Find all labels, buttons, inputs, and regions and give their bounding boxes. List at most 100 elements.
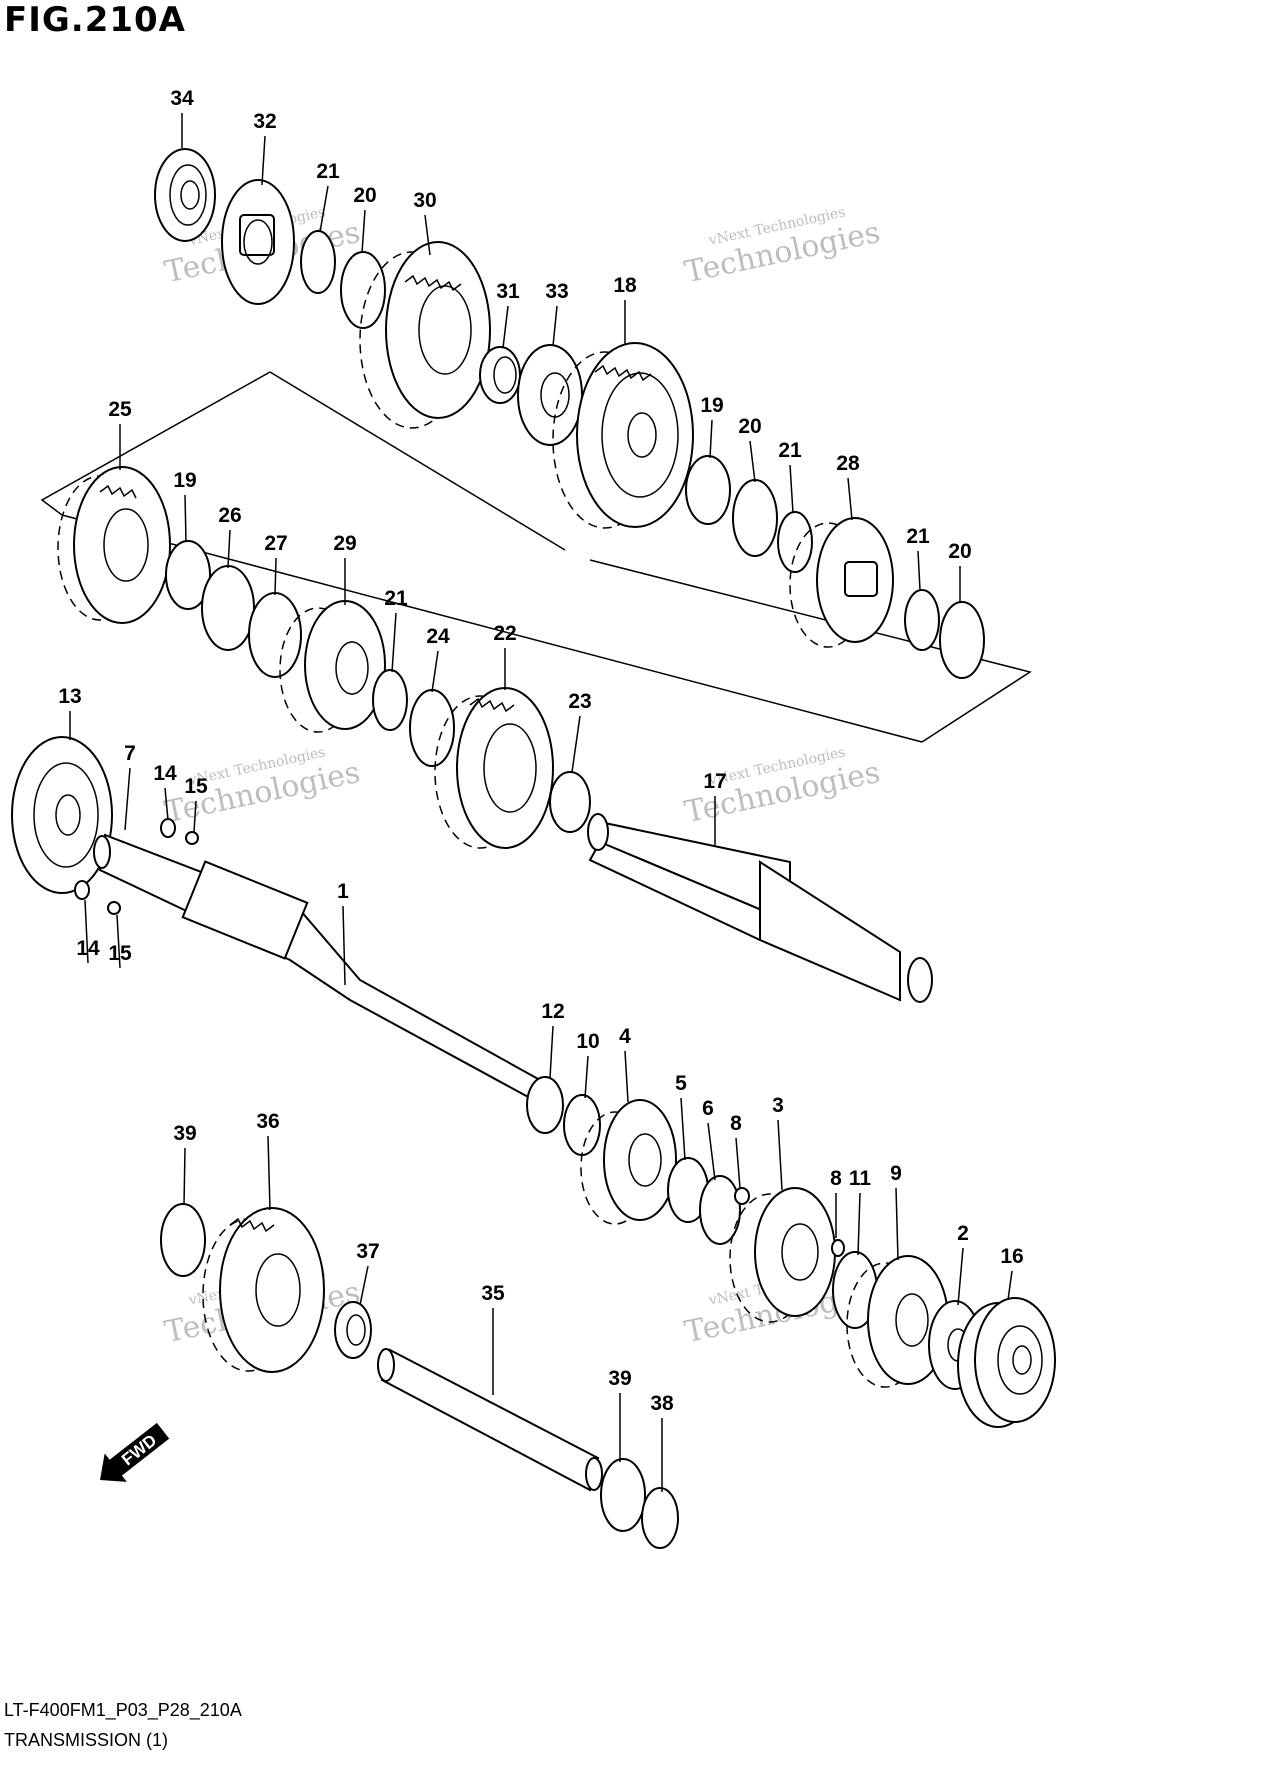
mainshaft-1 bbox=[93, 833, 542, 1100]
leader-line bbox=[1007, 1270, 1013, 1301]
bushing-19 bbox=[165, 540, 211, 610]
gear-25 bbox=[57, 466, 171, 624]
leader-line bbox=[319, 185, 329, 233]
circlip-21 bbox=[777, 511, 813, 573]
leader-line bbox=[735, 1137, 741, 1189]
subassembly-bracket bbox=[269, 371, 566, 551]
needle-bearing-37 bbox=[334, 1301, 372, 1359]
leader-line bbox=[274, 557, 277, 596]
leader-line bbox=[359, 1265, 369, 1306]
callout-25: 25 bbox=[108, 398, 132, 421]
idler-shaft-35 bbox=[377, 1348, 603, 1492]
leader-line bbox=[584, 1055, 589, 1099]
callout-14b: 14 bbox=[76, 937, 100, 960]
leader-line bbox=[267, 1135, 271, 1211]
callout-3: 3 bbox=[772, 1094, 784, 1117]
washer-20 bbox=[939, 601, 985, 679]
washer-14 bbox=[74, 818, 176, 900]
callout-14a: 14 bbox=[153, 762, 177, 785]
circlip-21 bbox=[300, 230, 336, 294]
callout-31: 31 bbox=[496, 280, 520, 303]
circlip-21 bbox=[904, 589, 940, 651]
splined-washer-27 bbox=[248, 592, 302, 678]
leader-line bbox=[857, 1192, 861, 1256]
gear-29 bbox=[279, 600, 386, 733]
leader-line bbox=[680, 1097, 686, 1161]
callout-32: 32 bbox=[253, 110, 276, 133]
leader-line bbox=[847, 477, 853, 521]
washer-20 bbox=[732, 479, 778, 557]
leader-line bbox=[707, 1122, 716, 1181]
leader-line bbox=[789, 464, 794, 514]
circlip-21 bbox=[372, 669, 408, 731]
callout-33: 33 bbox=[545, 280, 568, 303]
callout-15b: 15 bbox=[108, 942, 132, 965]
callout-16: 16 bbox=[1000, 1245, 1023, 1268]
callout-21b: 21 bbox=[384, 587, 408, 610]
gear-30 bbox=[359, 241, 491, 429]
forward-direction-arrow: FWD bbox=[100, 1422, 170, 1482]
callout-8b: 8 bbox=[830, 1167, 842, 1190]
bushing-19 bbox=[685, 455, 731, 525]
leader-line bbox=[571, 715, 581, 773]
washer-20 bbox=[340, 251, 386, 329]
callout-21a: 21 bbox=[316, 160, 340, 183]
callout-20c: 20 bbox=[948, 540, 971, 563]
leader-line bbox=[183, 1147, 186, 1206]
leader-line bbox=[184, 494, 187, 543]
circlip-38 bbox=[641, 1487, 679, 1549]
callout-21c: 21 bbox=[778, 439, 802, 462]
drawing-code: LT-F400FM1_P03_P28_210A bbox=[4, 1700, 242, 1720]
callout-13: 13 bbox=[58, 685, 81, 708]
callout-34: 34 bbox=[170, 87, 194, 110]
callout-7: 7 bbox=[124, 742, 136, 765]
callout-2: 2 bbox=[957, 1222, 969, 1245]
washer-24 bbox=[409, 689, 455, 767]
callout-28: 28 bbox=[836, 452, 860, 475]
leader-line bbox=[549, 1025, 554, 1079]
callout-38: 38 bbox=[650, 1392, 674, 1415]
washer-39 bbox=[160, 1203, 206, 1277]
callout-21d: 21 bbox=[906, 525, 930, 548]
leader-line bbox=[749, 440, 756, 483]
leader-line bbox=[624, 1050, 629, 1103]
leader-line bbox=[193, 800, 197, 833]
bearing-13 bbox=[11, 736, 113, 894]
bearing-16 bbox=[957, 1297, 1056, 1428]
leader-line bbox=[261, 135, 266, 186]
callout-20b: 20 bbox=[738, 415, 761, 438]
callout-26: 26 bbox=[218, 504, 241, 527]
callout-1: 1 bbox=[337, 880, 349, 903]
leader-line bbox=[361, 209, 366, 254]
lock-pin-8 bbox=[734, 1187, 750, 1205]
callout-19a: 19 bbox=[173, 469, 196, 492]
leader-line bbox=[116, 914, 121, 969]
drawing-title: TRANSMISSION (1) bbox=[4, 1730, 169, 1750]
callout-24: 24 bbox=[426, 625, 450, 648]
callout-15a: 15 bbox=[184, 775, 208, 798]
leader-line bbox=[424, 214, 431, 256]
callout-12: 12 bbox=[541, 1000, 564, 1023]
leader-line bbox=[227, 529, 231, 569]
callout-29: 29 bbox=[333, 532, 356, 555]
leader-line bbox=[777, 1119, 783, 1191]
callout-11: 11 bbox=[849, 1167, 872, 1190]
subassembly-bracket bbox=[40, 371, 271, 516]
leader-line bbox=[124, 767, 131, 831]
gear-4 bbox=[580, 1099, 677, 1225]
callout-23: 23 bbox=[568, 690, 591, 713]
callout-17: 17 bbox=[703, 770, 726, 793]
callout-18: 18 bbox=[613, 274, 637, 297]
washer-12 bbox=[526, 1076, 564, 1134]
drive-hub-32 bbox=[221, 179, 295, 305]
splined-washer-33 bbox=[517, 344, 583, 446]
leader-line bbox=[502, 305, 509, 349]
callout-10: 10 bbox=[576, 1030, 599, 1053]
callout-39b: 39 bbox=[608, 1367, 631, 1390]
subassembly-bracket bbox=[589, 559, 1032, 743]
leader-line bbox=[957, 1247, 964, 1306]
callout-37: 37 bbox=[356, 1240, 379, 1263]
